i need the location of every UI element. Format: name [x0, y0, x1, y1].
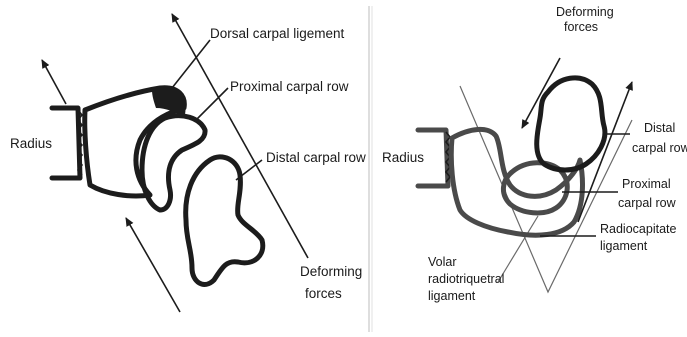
right-deforming-forces-label-1: Deforming: [556, 5, 614, 19]
right-distal-row-label-1: Distal: [644, 121, 675, 135]
left-panel: Radius Dorsal carpal ligement Proximal c…: [10, 14, 366, 312]
right-radiocapitate-label-1: Radiocapitate: [600, 222, 676, 236]
left-radius-bone: [52, 108, 82, 178]
left-distal-row-label: Distal carpal row: [266, 150, 366, 165]
right-volar-label-1: Volar: [428, 255, 457, 269]
right-distal-row-label-2: carpal row: [632, 141, 687, 155]
left-radius-displacement-arrow: [42, 60, 66, 104]
left-deforming-forces-label-1: Deforming: [300, 264, 362, 279]
right-volar-label-3: ligament: [428, 289, 476, 303]
right-radius-label: Radius: [382, 150, 424, 165]
left-dorsal-ligament-label: Dorsal carpal ligement: [210, 26, 345, 41]
right-volar-label-2: radiotriquetral: [428, 272, 504, 286]
right-panel: Radius Deforming forces Distal carpal ro…: [382, 5, 687, 303]
left-radius-label: Radius: [10, 136, 52, 151]
right-radiocapitate-label-2: ligament: [600, 239, 648, 253]
left-proximal-row-label: Proximal carpal row: [230, 79, 349, 94]
left-proximal-row-leader: [196, 88, 228, 120]
left-deforming-forces-label-2: forces: [305, 286, 342, 301]
right-proximal-row-label-2: carpal row: [618, 196, 677, 210]
right-proximal-row-label-1: Proximal: [622, 177, 671, 191]
right-distal-carpal-bone: [537, 78, 605, 170]
left-distal-carpal-bone: [186, 157, 263, 285]
right-deforming-forces-label-2: forces: [564, 20, 598, 34]
left-deforming-force-arrow-bottom: [126, 218, 180, 312]
right-triangle-lines: [460, 86, 632, 292]
